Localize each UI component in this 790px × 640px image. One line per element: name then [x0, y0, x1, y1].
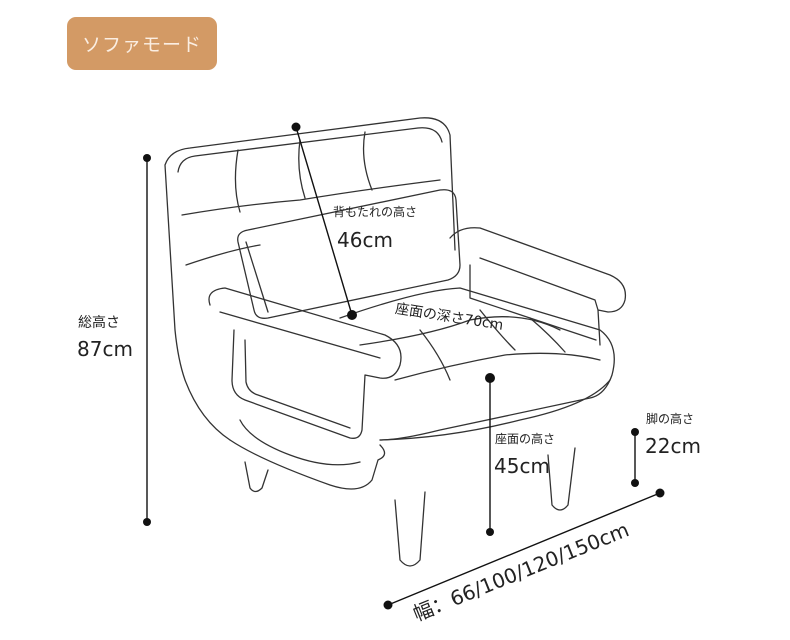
backrest-height-value: 46cm: [337, 228, 393, 252]
width-line: [387, 492, 661, 606]
leg: [244, 461, 269, 493]
total-height-value: 87cm: [77, 337, 133, 361]
total-height-label: 総高さ: [78, 315, 120, 331]
seat: [339, 287, 615, 441]
leg: [394, 491, 426, 567]
right-armrest: [449, 227, 627, 346]
leg-height-label: 脚の高さ: [646, 412, 695, 426]
seat-height-label: 座面の高さ: [495, 432, 556, 446]
leg: [547, 447, 576, 511]
backrest: [164, 117, 456, 441]
seat-height-value: 45cm: [494, 454, 550, 478]
leg-height-value: 22cm: [645, 434, 701, 458]
backrest-height-label: 背もたれの高さ: [333, 205, 418, 219]
back-pillow: [237, 189, 461, 319]
left-armrest: [208, 287, 402, 439]
base: [229, 419, 386, 490]
backrest-height-line: [295, 126, 353, 316]
mode-badge: ソファモード: [67, 17, 217, 70]
